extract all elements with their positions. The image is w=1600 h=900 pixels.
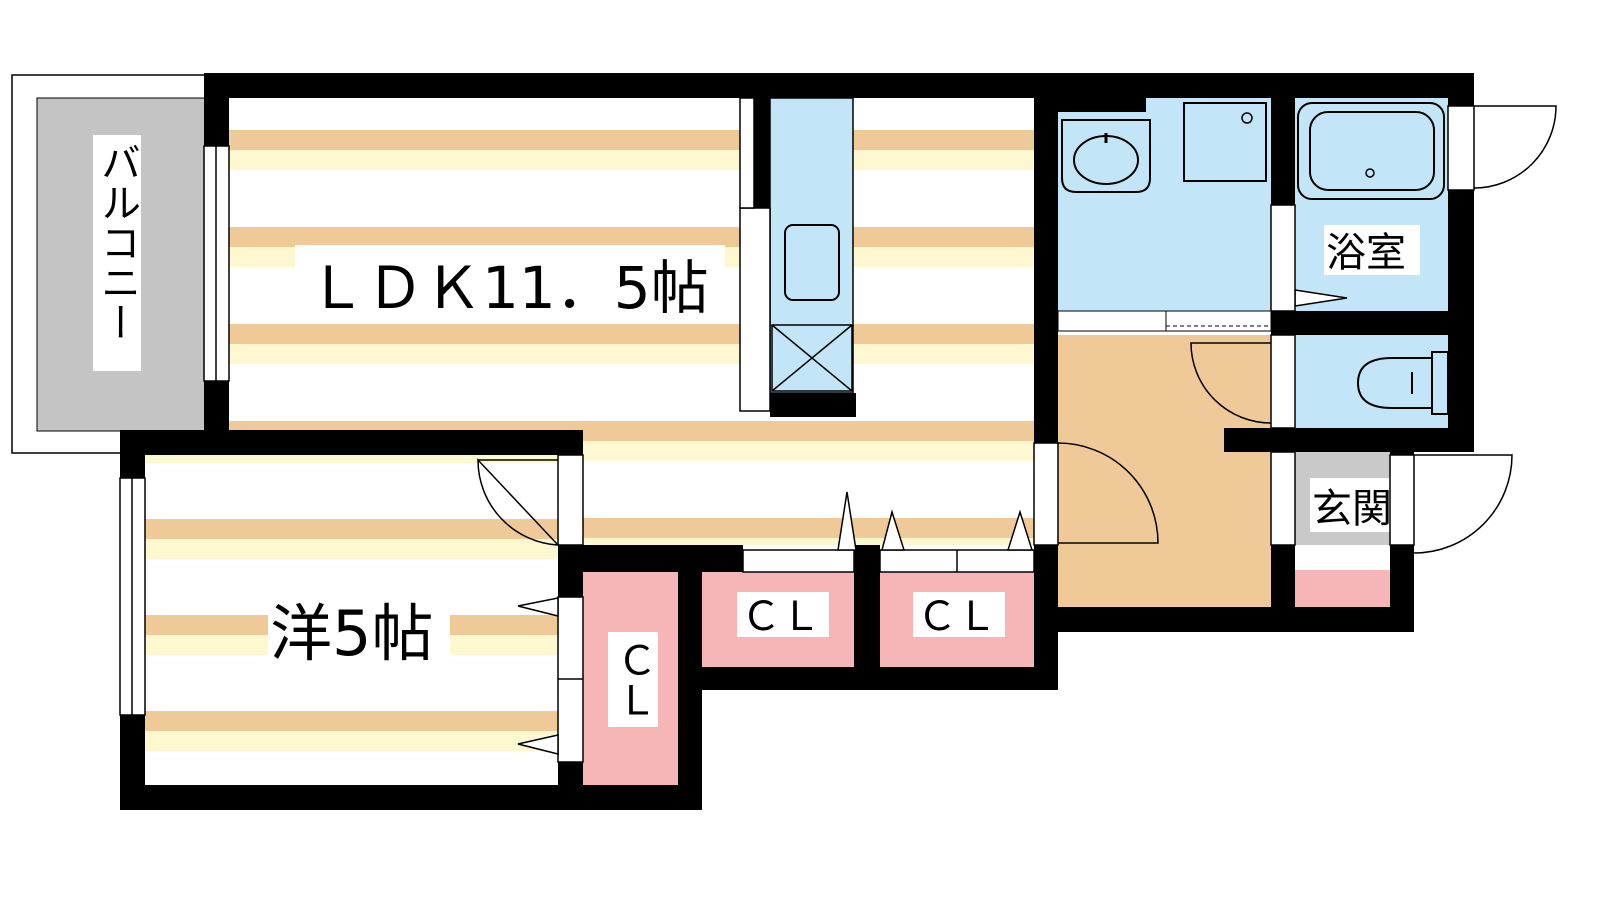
western-room: 洋5帖 [145, 455, 558, 785]
closet-mid-label: ＣＬ [741, 594, 821, 640]
closet-mid: ＣＬ [702, 572, 854, 667]
doors [477, 105, 1557, 763]
ldk-door [1033, 442, 1059, 546]
hallway-floor [1058, 335, 1271, 607]
washroom [1057, 98, 1272, 332]
walls [120, 73, 1474, 810]
toilet-room [1295, 335, 1449, 428]
kitchen-counter [739, 97, 856, 417]
ldk-label: ＬＤＫ11．5帖 [308, 254, 709, 322]
closet-vertical: ＣＬ [583, 572, 678, 785]
balcony-label: バルコニー [94, 142, 140, 342]
shoe-cabinet [1295, 570, 1390, 607]
western-room-label: 洋5帖 [270, 597, 433, 670]
closet-right: ＣＬ [880, 572, 1034, 667]
closet-vertical-label: ＣＬ [610, 640, 656, 720]
balcony: バルコニー [11, 74, 213, 454]
bathroom-label: 浴室 [1326, 230, 1406, 276]
washing-machine-icon [1183, 102, 1267, 182]
bathroom: 浴室 [1294, 98, 1448, 311]
toilet-icon [1356, 357, 1433, 409]
windows [119, 145, 230, 716]
sink-icon [784, 224, 840, 301]
entrance-door [1389, 454, 1415, 546]
entrance-label: 玄関 [1312, 486, 1392, 532]
closet-right-label: ＣＬ [917, 594, 997, 640]
bathroom-window [1447, 105, 1475, 191]
western-room-door [557, 454, 584, 546]
